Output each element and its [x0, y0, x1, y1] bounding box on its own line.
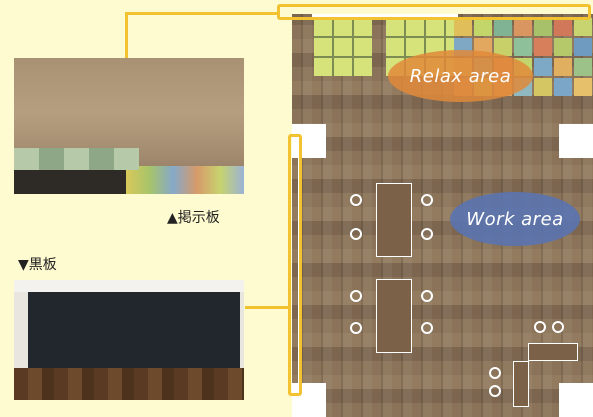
- connector-line-top-vertical: [125, 12, 128, 58]
- chair: [489, 367, 501, 379]
- photo-blackboard-surface: [28, 292, 240, 368]
- pillar-top-left: [292, 124, 326, 158]
- chair: [552, 321, 564, 333]
- chair: [421, 322, 433, 334]
- chair: [421, 194, 433, 206]
- corner-desk-horizontal: [528, 343, 578, 361]
- blackboard-caption: ▼黒板: [18, 257, 57, 273]
- connector-line-top-horizontal: [125, 12, 277, 15]
- chair: [489, 385, 501, 397]
- work-area-label: Work area: [450, 192, 580, 246]
- chair: [350, 322, 362, 334]
- chair: [534, 321, 546, 333]
- chair: [350, 194, 362, 206]
- connector-line-bottom: [245, 306, 290, 309]
- work-area-text: Work area: [466, 208, 564, 230]
- work-table-2: [376, 279, 412, 353]
- chair: [421, 228, 433, 240]
- relax-area-label: Relax area: [388, 50, 533, 102]
- blackboard-highlight: [288, 134, 302, 396]
- work-table-1: [376, 183, 412, 257]
- photo-tatami-checker: [14, 148, 139, 170]
- notice-board-caption: ▲掲示板: [167, 210, 220, 226]
- relax-area-text: Relax area: [409, 65, 512, 87]
- tatami-block-left: [314, 18, 372, 76]
- chair: [350, 290, 362, 302]
- chair: [421, 290, 433, 302]
- pillar-bottom-right: [559, 383, 593, 417]
- notice-board-highlight: [277, 4, 591, 20]
- photo-ceiling: [14, 280, 244, 292]
- notice-board-photo: [14, 58, 244, 194]
- pillar-bottom-left: [292, 383, 326, 417]
- notice-board-wall: [312, 14, 458, 17]
- pillar-top-right: [559, 124, 593, 158]
- photo-colorful-mat: [126, 166, 244, 194]
- corner-desk-vertical: [513, 361, 529, 407]
- tatami-grid-lines: [314, 18, 372, 76]
- chair: [350, 228, 362, 240]
- photo-tatami-front: [14, 170, 139, 194]
- photo-wooden-floor: [14, 368, 244, 400]
- blackboard-photo: [14, 280, 244, 400]
- floor-plan: Relax area Work area: [292, 14, 593, 417]
